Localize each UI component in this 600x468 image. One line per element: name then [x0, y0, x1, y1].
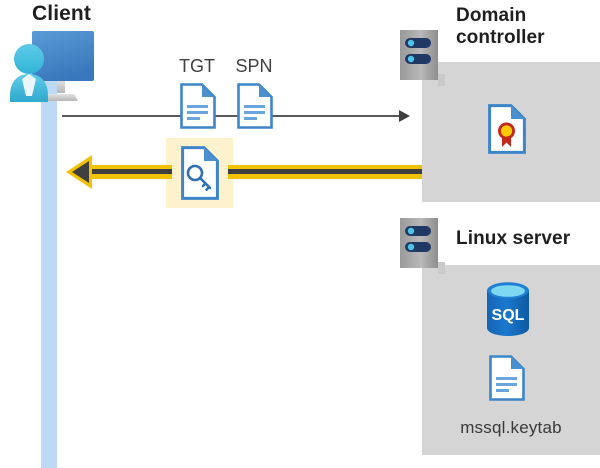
arrow-left-response-head	[72, 161, 89, 183]
linux-server-title: Linux server	[456, 228, 571, 249]
certificate-document-icon	[488, 104, 526, 154]
sql-database-icon: SQL	[484, 281, 532, 337]
sql-database-label: SQL	[492, 307, 525, 324]
keytab-label: mssql.keytab	[460, 418, 562, 437]
arrow-right-request-line	[62, 115, 400, 117]
client-lifeline	[41, 70, 57, 468]
domain-controller-title: Domain controller	[456, 5, 600, 50]
key-document-icon	[181, 146, 219, 200]
domain-controller-title-line1: Domain	[456, 5, 527, 26]
server-rack-icon-linux	[400, 218, 445, 274]
client-title: Client	[32, 2, 91, 25]
tgt-label: TGT	[179, 56, 215, 76]
arrow-left-response-core-right	[228, 169, 422, 174]
user-monitor-icon	[8, 28, 100, 104]
document-icon-spn	[237, 83, 273, 129]
spn-label: SPN	[235, 56, 273, 76]
arrow-left-response-core-left	[92, 169, 172, 174]
arrow-right-request-head	[399, 110, 410, 122]
document-icon-tgt	[180, 83, 216, 129]
document-icon-keytab	[489, 355, 525, 401]
server-rack-icon-dc	[400, 30, 445, 86]
domain-controller-title-line2: controller	[456, 27, 545, 49]
